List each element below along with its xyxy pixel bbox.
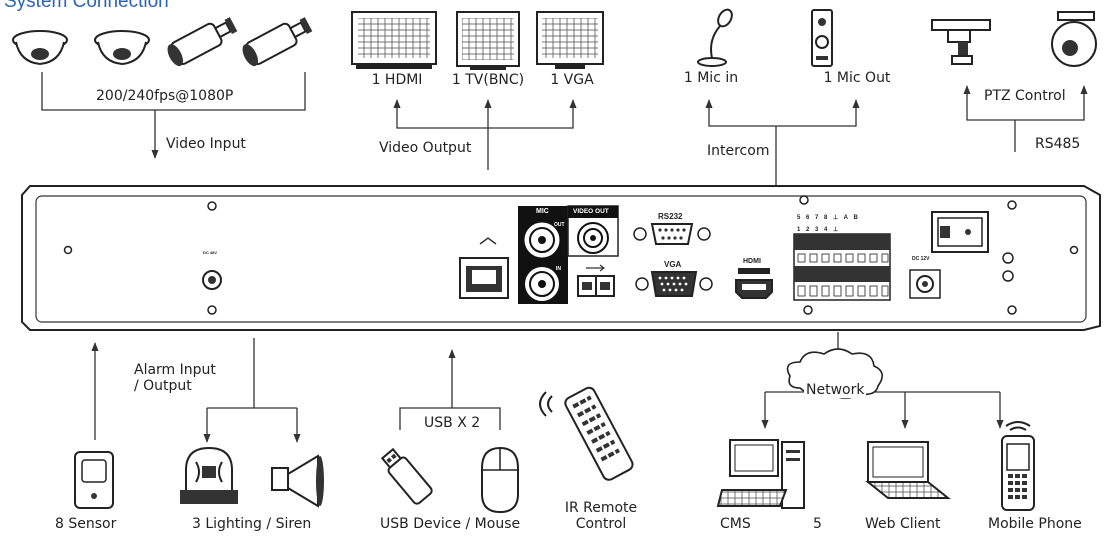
video-out-bnc-port[interactable]	[577, 222, 609, 254]
hdmi-port[interactable]	[735, 268, 773, 299]
bullet-camera-icon	[242, 17, 313, 67]
hdmi-output-label: 1 HDMI	[371, 72, 423, 88]
rs485-label: RS485	[1035, 136, 1081, 152]
mic-out-port[interactable]	[524, 222, 560, 258]
video-input-label: Video Input	[166, 136, 246, 152]
rs232-port[interactable]	[633, 223, 711, 245]
ethernet-port-icon[interactable]	[459, 237, 509, 299]
web-client-label: Web Client	[865, 516, 941, 532]
mic-in-label: 1 Mic in	[683, 70, 739, 86]
mic-in-port[interactable]	[525, 267, 559, 301]
panel-alarm-row2: 1 2 3 4 ⊥	[797, 227, 841, 233]
microphone-icon	[697, 8, 733, 67]
siren-icon	[271, 454, 324, 508]
speaker-icon	[811, 9, 833, 67]
audio-group	[697, 8, 860, 185]
cms-label: CMS	[720, 516, 751, 532]
video-output-label: Video Output	[379, 140, 472, 156]
monitors-group	[351, 11, 604, 170]
power-switch[interactable]	[931, 211, 989, 253]
lighting-siren-label: 3 Lighting / Siren	[192, 516, 312, 532]
panel-rs232-label: RS232	[658, 212, 683, 221]
power-input-right	[909, 269, 941, 299]
sensor-label: 8 Sensor	[55, 516, 117, 532]
desktop-pc-icon	[716, 439, 805, 509]
ir-signal-icon	[539, 391, 553, 417]
panel-video-out-label: VIDEO OUT	[573, 208, 609, 215]
dome-camera-icon	[94, 30, 150, 66]
ir-remote-label: IR Remote Control	[564, 500, 638, 532]
alarm-light-icon	[180, 446, 238, 504]
nvr-rear-panel	[21, 185, 1101, 331]
page-title: System Connection	[4, 0, 169, 12]
tv-output-label: 1 TV(BNC)	[451, 72, 525, 88]
usb-port-icon[interactable]	[577, 264, 615, 297]
camera-spec-label: 200/240fps@1080P	[96, 88, 234, 104]
sensor-icon	[74, 451, 114, 509]
vga-output-label: 1 VGA	[550, 72, 594, 88]
panel-vga-label: VGA	[664, 260, 682, 269]
monitor-icon	[351, 11, 437, 69]
cms-label-trail: 5	[813, 516, 822, 532]
vga-port[interactable]	[635, 271, 713, 297]
speed-dome-icon	[1051, 11, 1097, 67]
panel-dc-right-label: DC 12V	[912, 256, 930, 262]
intercom-label: Intercom	[707, 143, 770, 159]
usb-x2-label: USB X 2	[424, 415, 481, 431]
panel-dc-left-label: DC 48V	[203, 250, 218, 255]
network-label: Network	[804, 382, 867, 398]
mobile-phone-label: Mobile Phone	[988, 516, 1082, 532]
laptop-icon	[865, 441, 951, 499]
ptz-control-label: PTZ Control	[984, 88, 1066, 104]
alarm-io-label: Alarm Input / Output	[134, 362, 216, 394]
usb-stick-icon	[380, 447, 433, 505]
panel-alarm-row1: 5 6 7 8 ⊥ A B	[797, 215, 860, 221]
power-input-left	[202, 270, 222, 290]
bullet-camera-icon	[167, 17, 238, 67]
panel-hdmi-label: HDMI	[743, 258, 761, 265]
panel-mic-out-label: OUT	[554, 222, 565, 228]
panel-mic-in-label: IN	[556, 266, 561, 272]
panel-mic-label: MIC	[536, 208, 549, 215]
ptz-group	[931, 11, 1097, 152]
cameras-group	[12, 17, 313, 159]
monitor-icon	[456, 11, 520, 70]
mobile-phone-icon	[1001, 421, 1035, 511]
monitor-icon	[536, 11, 604, 69]
remote-control-icon	[564, 386, 634, 481]
mic-out-label: 1 Mic Out	[823, 70, 891, 86]
usb-device-mouse-label: USB Device / Mouse	[380, 516, 521, 532]
mouse-icon	[481, 446, 519, 514]
dome-camera-icon	[12, 30, 68, 66]
alarm-terminal-block[interactable]	[793, 233, 891, 301]
ptz-camera-icon	[931, 19, 991, 65]
